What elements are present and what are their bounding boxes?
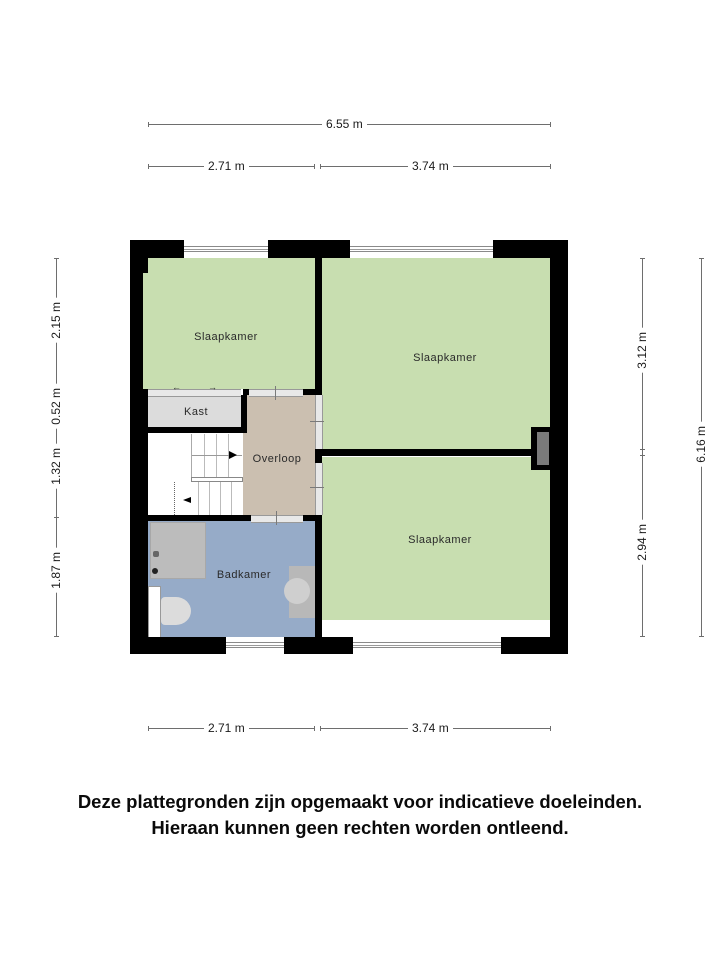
dimension-tick	[640, 455, 645, 456]
dimension-tick	[148, 122, 149, 127]
dimension-label: 1.87 m	[49, 548, 63, 593]
dimension-tick	[640, 258, 645, 259]
window-top-left	[184, 246, 268, 252]
dimension-tick	[314, 164, 315, 169]
room-landing	[243, 395, 315, 517]
wall-exterior-top	[493, 240, 568, 258]
disclaimer-line-1: Deze plattegronden zijn opgemaakt voor i…	[77, 791, 643, 812]
stair-lower-flight	[198, 482, 241, 515]
wall-landing-corner	[243, 389, 249, 395]
dimension-tick	[320, 726, 321, 731]
dimension-label: 2.71 m	[204, 159, 249, 173]
dimension-label: 0.52 m	[49, 384, 63, 429]
wall-bathroom-top	[148, 515, 251, 521]
shower-drain-icon	[152, 568, 158, 574]
wall-stub	[143, 389, 148, 395]
arrow-left-icon: ←	[172, 382, 181, 392]
room-bedroom-bottom-right	[322, 457, 550, 620]
room-label-bathroom: Badkamer	[216, 569, 272, 581]
wall-interior-left-lining	[143, 389, 148, 637]
stair-landing-rail	[191, 477, 243, 482]
room-label-closet: Kast	[183, 406, 209, 418]
stair-upper-flight	[191, 434, 242, 478]
wall-bedrooms-divider	[322, 449, 532, 456]
wall-exterior-left	[130, 240, 143, 654]
sink-counter	[284, 566, 315, 618]
wall-exterior-bottom	[284, 637, 353, 654]
stair-arrow-icon	[229, 451, 237, 459]
sink-basin-icon	[284, 578, 310, 604]
room-label-bedroom: Slaapkamer	[413, 352, 477, 364]
door-swing-line	[276, 511, 277, 525]
dimension-tick	[148, 726, 149, 731]
wall-exterior-bottom	[130, 637, 226, 654]
toilet-bowl-icon	[161, 597, 191, 625]
dimension-tick	[54, 636, 59, 637]
shower-tray	[150, 522, 206, 579]
wall-closet-bottom	[148, 427, 247, 433]
door-bedroom-bottom-right[interactable]	[315, 463, 323, 515]
wall-exterior-bottom	[501, 637, 568, 654]
wall-landing-top	[303, 389, 315, 395]
dimension-label: 3.74 m	[408, 721, 453, 735]
door-swing-line	[275, 386, 276, 400]
dimension-tick	[550, 726, 551, 731]
sliding-door-closet	[148, 389, 241, 397]
door-swing-line	[310, 487, 324, 488]
room-bedroom-top-left	[143, 258, 315, 389]
wall-interior-vertical-lower	[315, 515, 322, 637]
door-bathroom[interactable]	[251, 515, 303, 523]
dimension-label: 2.71 m	[204, 721, 249, 735]
room-closet	[148, 395, 241, 427]
dimension-tick	[550, 164, 551, 169]
door-bedroom-top-left[interactable]	[249, 389, 303, 397]
dimension-tick	[54, 517, 59, 518]
dimension-tick	[148, 164, 149, 169]
dimension-line	[642, 258, 643, 636]
toilet-cistern	[148, 586, 161, 638]
arrow-right-icon: →	[208, 382, 217, 392]
wall-corner	[143, 258, 148, 273]
dimension-tick	[699, 636, 704, 637]
disclaimer-line-2: Hieraan kunnen geen rechten worden ontle…	[151, 817, 569, 838]
dimension-label: 6.55 m	[322, 117, 367, 131]
dimension-tick	[550, 122, 551, 127]
dimension-tick	[640, 449, 645, 450]
wall-interior-vertical-upper	[315, 258, 322, 395]
wall-exterior-right	[550, 240, 568, 654]
wall-exterior-top	[268, 240, 350, 258]
shower-tap-icon	[153, 551, 159, 557]
dimension-tick	[54, 258, 59, 259]
dimension-tick	[320, 164, 321, 169]
stair-walk-line	[174, 482, 195, 515]
wall-exterior-top	[130, 240, 184, 258]
dimension-label: 6.16 m	[694, 422, 708, 467]
dimension-label: 2.94 m	[635, 520, 649, 565]
wall-interior-stub	[315, 449, 322, 463]
room-label-bedroom: Slaapkamer	[194, 331, 258, 343]
window-bottom-left	[226, 642, 284, 648]
dimension-label: 1.32 m	[49, 444, 63, 489]
dimension-tick	[640, 636, 645, 637]
window-top-right	[350, 246, 493, 252]
wall-bathroom-top	[303, 515, 315, 521]
dimension-tick	[314, 726, 315, 731]
door-swing-line	[310, 421, 324, 422]
stair-arrow-icon	[183, 497, 191, 503]
room-label-landing: Overloop	[252, 453, 302, 465]
chimney-flue	[537, 432, 549, 465]
room-bedroom-top-right	[322, 258, 550, 450]
window-bottom-right	[353, 642, 501, 648]
dimension-label: 2.15 m	[49, 298, 63, 343]
dimension-label: 3.74 m	[408, 159, 453, 173]
door-bedroom-top-right[interactable]	[315, 395, 323, 449]
wall-closet-right	[241, 395, 247, 433]
dimension-label: 3.12 m	[635, 328, 649, 373]
room-label-bedroom: Slaapkamer	[408, 534, 472, 546]
dimension-tick	[699, 258, 704, 259]
